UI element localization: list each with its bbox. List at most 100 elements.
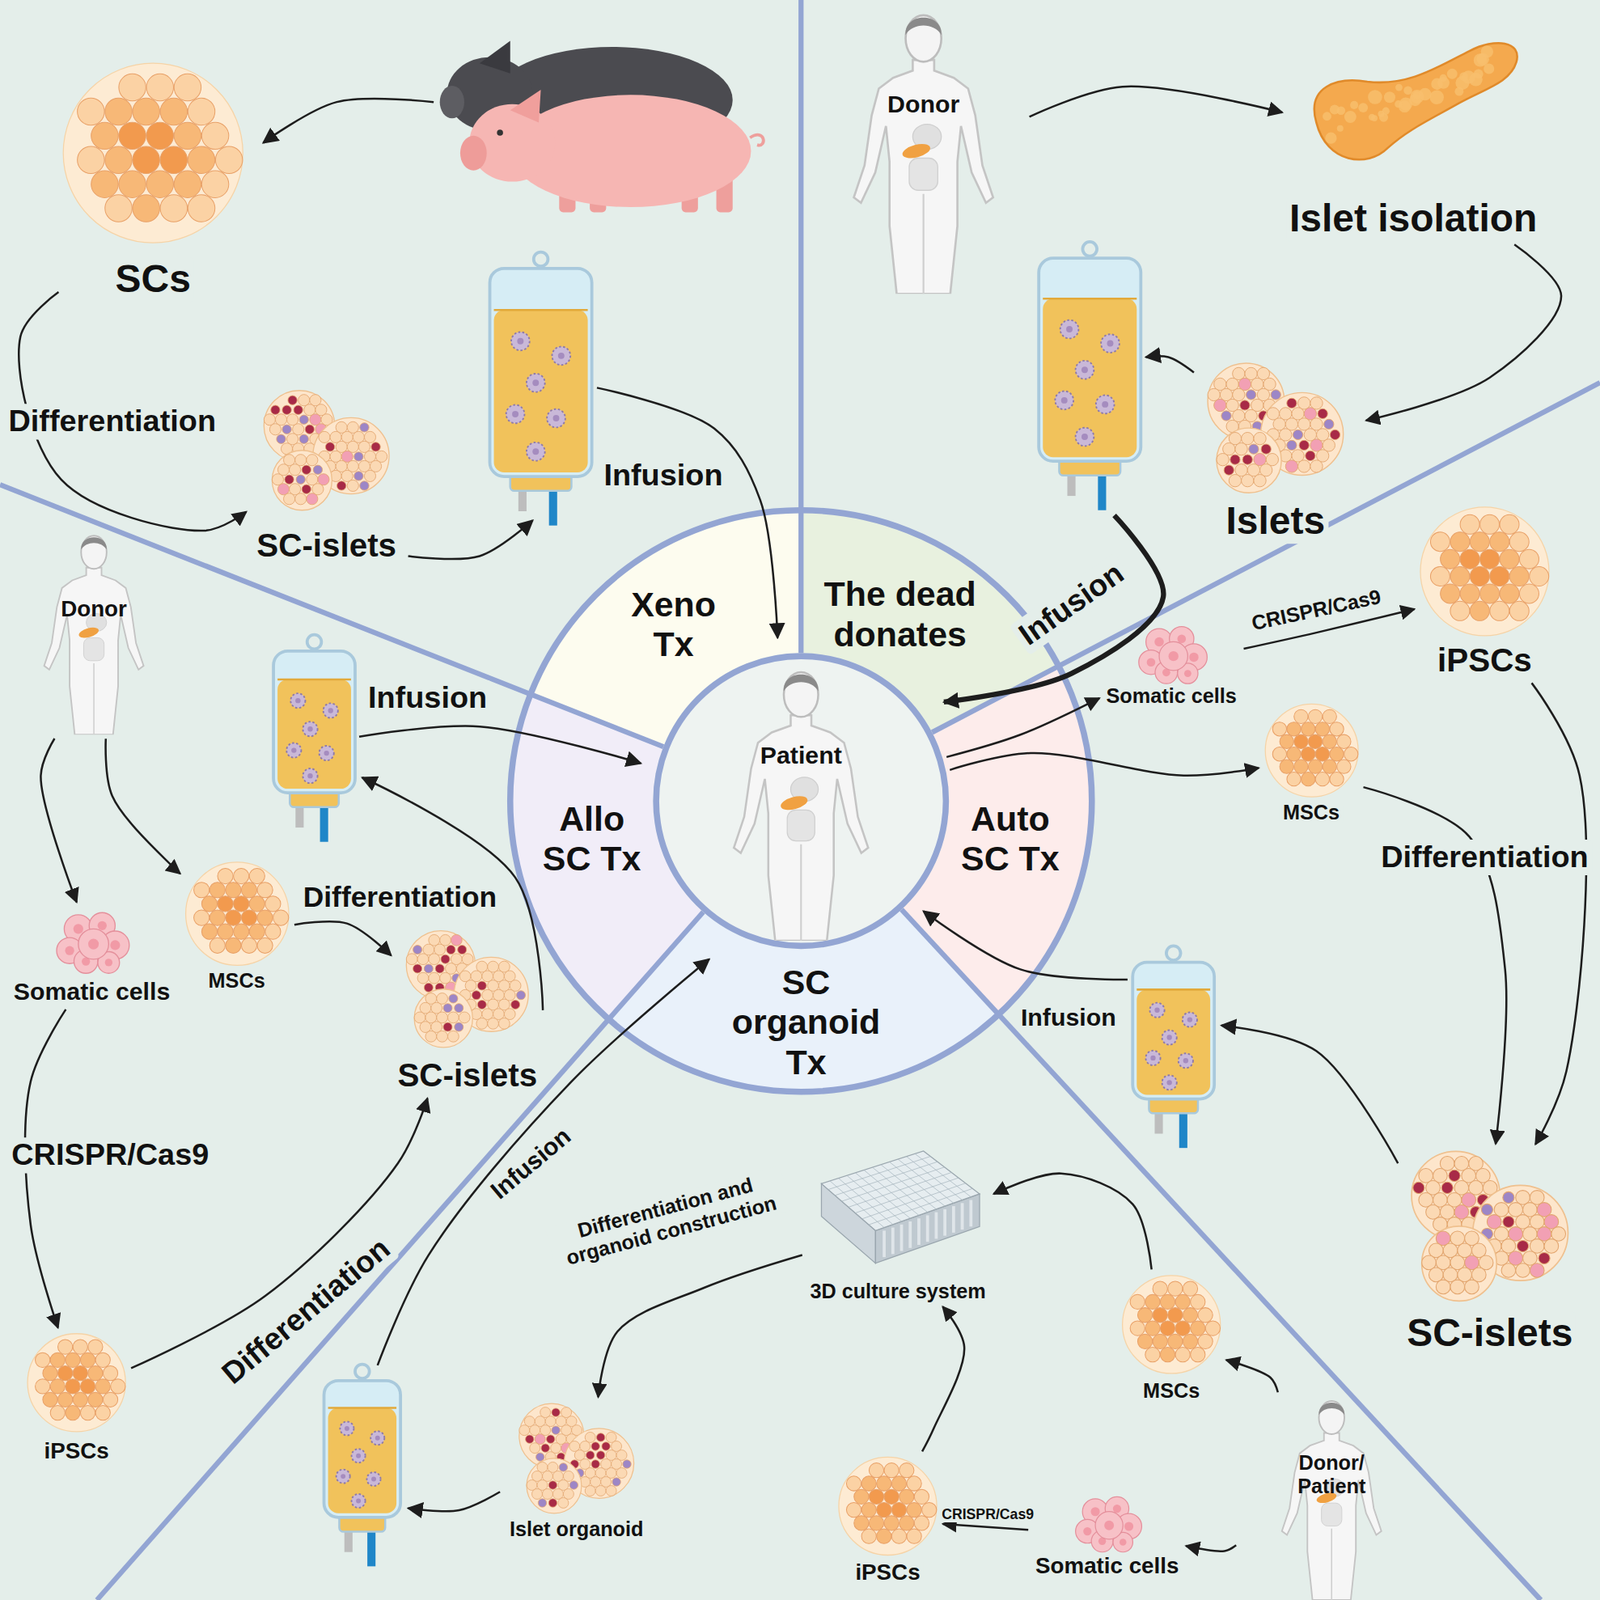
islet-cell	[306, 493, 318, 505]
cluster-halo	[1420, 507, 1550, 636]
islet-cell	[584, 1485, 596, 1497]
pig-snout	[440, 85, 465, 119]
stem-cell	[160, 97, 187, 125]
iv-bag	[1132, 945, 1215, 1148]
cell-particle	[351, 1448, 366, 1463]
liquid-surface	[328, 1406, 398, 1410]
islet-cell	[622, 1460, 631, 1469]
stem-cell	[1315, 771, 1330, 786]
human-figure	[1240, 1396, 1424, 1600]
flow-arrow	[408, 1491, 501, 1512]
stem-cell	[899, 1463, 915, 1478]
stem-cell	[1293, 758, 1308, 773]
sector-label: Xeno Tx	[630, 584, 716, 665]
node-label: Somatic cells	[10, 977, 174, 1006]
islet-cluster-icon	[249, 387, 403, 510]
stem-cell	[216, 867, 233, 884]
bag-body	[1132, 962, 1215, 1100]
islet-cell	[525, 1434, 534, 1444]
node-label: Somatic cells	[1032, 1553, 1182, 1579]
islet-cells	[1411, 1151, 1568, 1301]
islet-cell	[1448, 1169, 1461, 1181]
organ	[909, 158, 938, 191]
patient-label: Patient	[760, 740, 843, 770]
cell-particle-core	[295, 698, 301, 703]
stem-cell	[88, 1392, 103, 1407]
islet-cell	[282, 424, 292, 434]
sector-label: Auto SC Tx	[954, 799, 1066, 880]
stem-cell	[132, 146, 160, 174]
stem-cell	[1175, 1347, 1190, 1363]
islet-cell	[1502, 1191, 1515, 1203]
stem-cell	[193, 881, 209, 898]
islet-cell	[306, 454, 318, 466]
islet-cell	[541, 1443, 550, 1452]
stem-cell	[118, 122, 146, 149]
stem-cell	[1278, 758, 1293, 773]
islet-cell	[1435, 1279, 1451, 1295]
islet-cell	[359, 423, 369, 432]
stem-cell	[1293, 709, 1308, 724]
islet-cell	[417, 972, 429, 984]
pancreas-texture	[1324, 132, 1337, 144]
stem-cell	[95, 1352, 111, 1368]
islet-body	[271, 450, 332, 511]
stem-cell	[861, 1476, 877, 1491]
flow-connector	[946, 698, 1100, 758]
stem-cell	[1145, 1294, 1160, 1309]
islet-cluster-icon	[401, 926, 534, 1049]
islet-cell	[428, 972, 441, 984]
stem-cell	[1307, 733, 1322, 748]
cell-particle	[302, 721, 318, 737]
islet-cell	[1305, 450, 1316, 461]
islet-cell	[284, 474, 294, 484]
sector-label: SC organoid Tx	[732, 962, 881, 1083]
edge-label-holder: CRISPR/Cas9	[937, 1506, 1038, 1523]
label-holder: Infusion	[599, 457, 727, 494]
bag-hanger	[355, 1364, 370, 1380]
head	[1318, 1401, 1345, 1435]
cell-particle	[1054, 391, 1074, 411]
stem-cell	[88, 1366, 103, 1381]
cell-nucleus	[110, 939, 121, 950]
stem-cell	[193, 909, 209, 925]
stem-cell	[72, 1339, 88, 1355]
stem-cell	[1480, 549, 1500, 569]
cluster-halo	[27, 1333, 126, 1432]
stem-cell-cluster: MSCs	[1120, 1273, 1223, 1403]
cell-particle	[290, 693, 305, 708]
stem-cell-cluster: MSCs	[1262, 701, 1360, 824]
cell-particle	[1060, 320, 1080, 339]
islet-cell	[1413, 1181, 1425, 1194]
bag-ports	[320, 803, 329, 843]
stem-cell	[105, 194, 132, 222]
islet-cell	[296, 474, 305, 484]
stem-cell	[272, 909, 288, 925]
islet-cell	[1230, 454, 1241, 465]
stem-cell	[35, 1352, 51, 1368]
infusion-label: Infusion	[599, 457, 727, 494]
donor-figure: Donor	[7, 530, 181, 735]
edge-label: CRISPR/Cas9	[7, 1137, 213, 1173]
donor-figure: Donor	[821, 8, 1025, 294]
somatic-cell-cluster: Somatic cells	[1103, 621, 1241, 708]
islet-cell	[1310, 460, 1323, 473]
cell-particle	[339, 1421, 354, 1435]
stem-cell	[1159, 1294, 1175, 1309]
islet-cell	[293, 405, 303, 415]
stem-cell	[256, 909, 272, 925]
cell-particle	[367, 1472, 381, 1486]
body-outline	[1282, 1432, 1382, 1600]
islet-cell	[440, 954, 450, 964]
cell-nucleus	[1124, 1521, 1134, 1531]
stem-cell	[160, 194, 187, 222]
islet-cell	[476, 1017, 488, 1029]
stem-cell-cluster-icon	[1417, 504, 1551, 638]
stem-cell	[1182, 1333, 1198, 1349]
stem-cell	[241, 881, 257, 898]
islet-cell	[1450, 1279, 1465, 1295]
sector-label: Allo SC Tx	[536, 799, 648, 880]
islet-cell	[270, 405, 280, 415]
bag-body	[273, 651, 356, 793]
stem-cell	[50, 1405, 65, 1420]
